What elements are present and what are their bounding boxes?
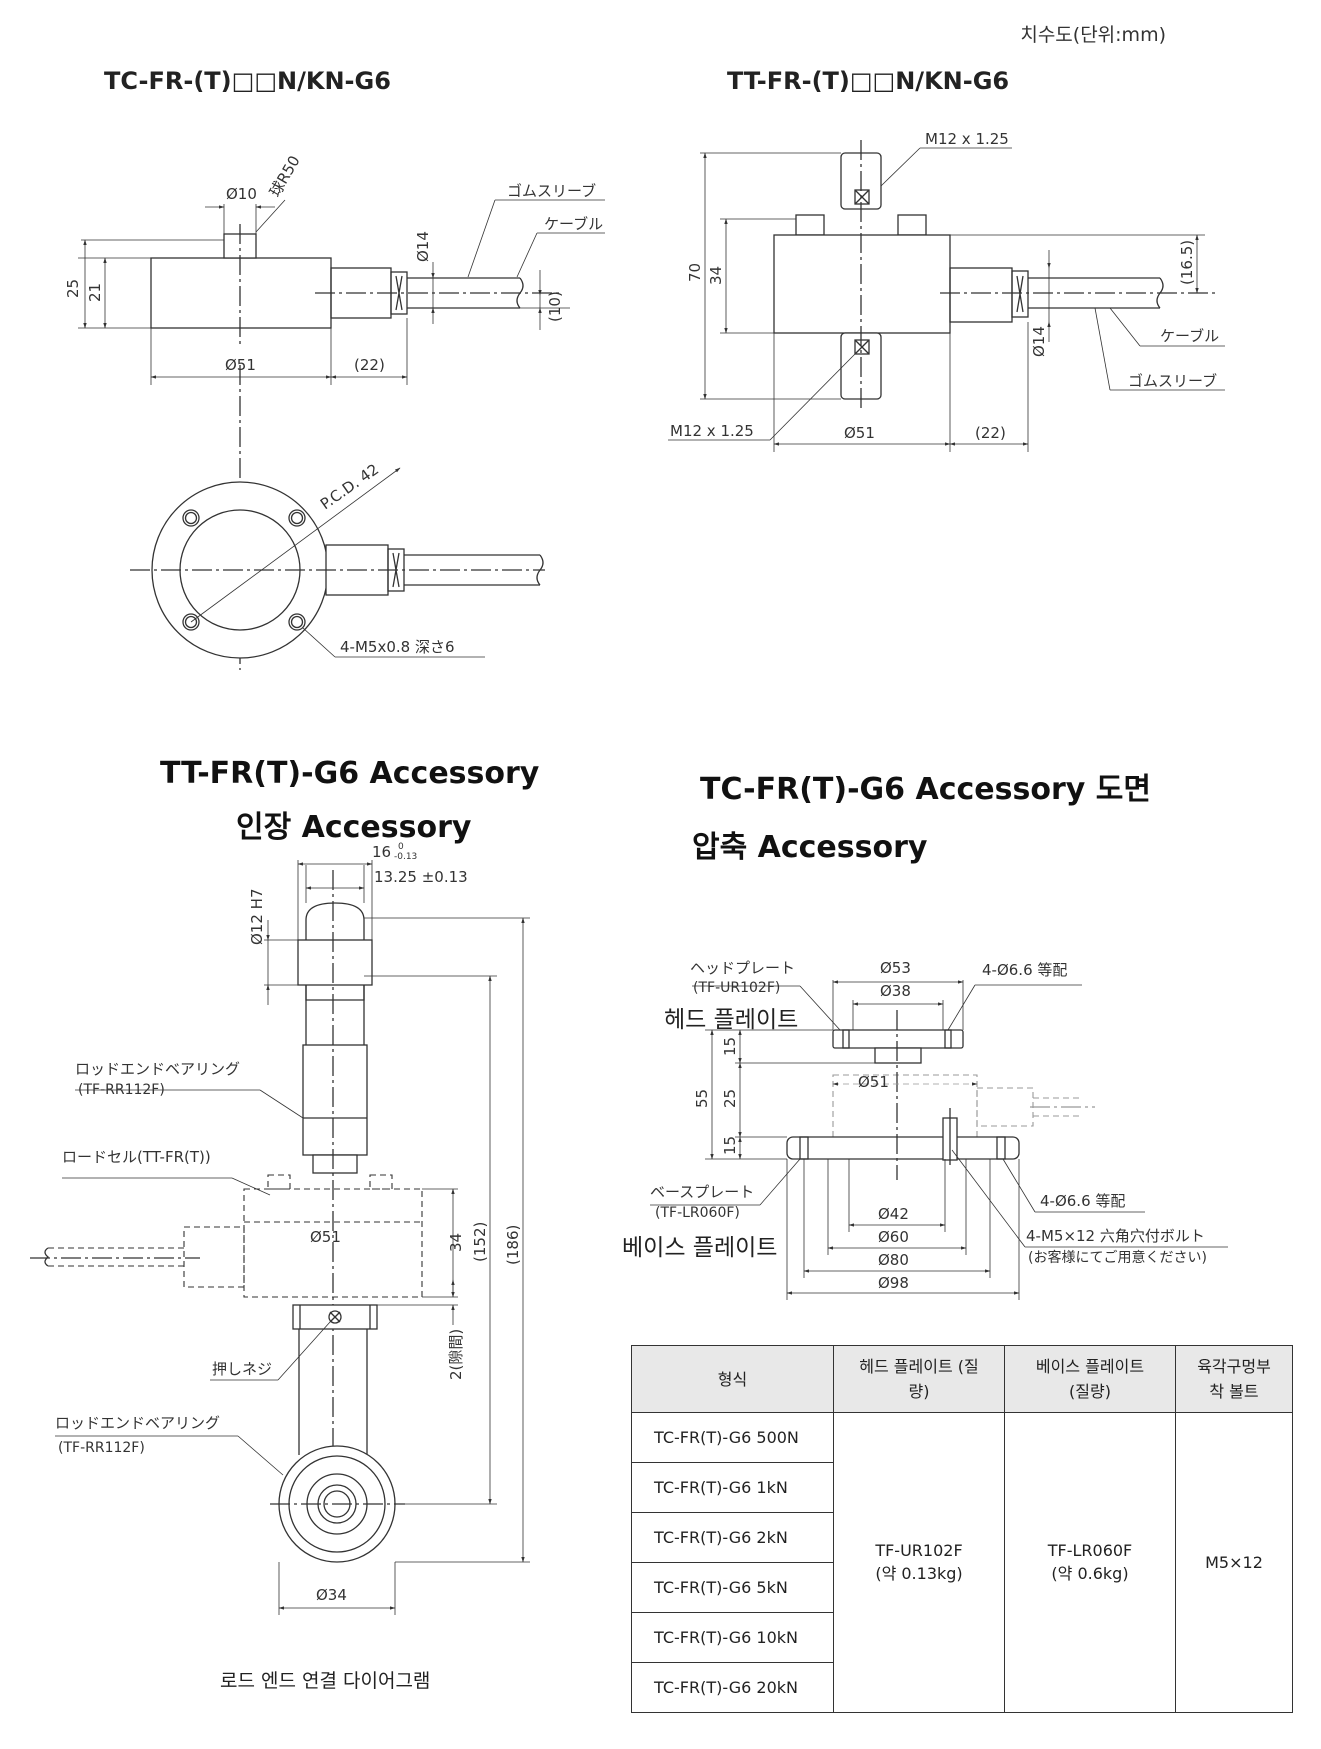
tt-p165: (16.5): [1178, 240, 1196, 285]
head-plate-cell: TF-UR102F(약 0.13kg): [833, 1412, 1005, 1713]
ta-gap: 2(隙間): [447, 1329, 465, 1380]
ca-h55: 55: [693, 1089, 711, 1108]
bolt-cell: M5×12: [1175, 1412, 1293, 1713]
tt-cable: ケーブル: [1160, 327, 1219, 345]
ca-holes-base: 4-Ø6.6 等配: [1040, 1192, 1125, 1210]
compression-title-1: TC-FR(T)-G6 Accessory 도면: [700, 772, 1151, 807]
ta-rod-end-code: (TF-RR112F): [78, 1082, 165, 1098]
tc-side-view: [78, 199, 605, 670]
tc-h21: 21: [86, 283, 104, 302]
ta-tol16-bot: -0.13: [394, 852, 417, 862]
ca-base-plate-jp: ベースプレート: [650, 1183, 754, 1201]
model-cell: TC-FR(T)-G6 500N: [631, 1412, 834, 1463]
header-model: 형식: [631, 1345, 834, 1413]
tt-p22: (22): [975, 424, 1006, 442]
ca-d60: Ø60: [878, 1228, 909, 1246]
tc-p22: (22): [354, 356, 385, 374]
ca-h15b: 15: [721, 1136, 739, 1155]
ca-d80: Ø80: [878, 1251, 909, 1269]
ta-rod-end-code2: (TF-RR112F): [58, 1440, 145, 1456]
tc-sphere: 球R50: [266, 152, 304, 200]
head-plate-kr: 헤드 플레이트: [664, 1007, 799, 1033]
model-cell: TC-FR(T)-G6 5kN: [631, 1562, 834, 1613]
base-plate-kr: 베이스 플레이트: [622, 1235, 778, 1261]
ta-tol16-top: 0: [398, 842, 404, 852]
tension-title-1: TT-FR(T)-G6 Accessory: [160, 756, 540, 791]
tc-p10: (10): [546, 291, 564, 322]
ta-d34: Ø34: [316, 1586, 347, 1604]
ca-h15a: 15: [721, 1037, 739, 1056]
ca-d51: Ø51: [858, 1073, 889, 1091]
tt-drawing-title: TT-FR-(T)□□N/KN-G6: [727, 67, 1010, 95]
ca-bolts-note: (お客様にてご用意ください): [1028, 1249, 1207, 1266]
tension-labels: 16 0 -0.13 13.25 ±0.13 Ø12 H7 ロッドエンドベアリン…: [55, 842, 522, 1604]
tt-labels: M12 x 1.25 M12 x 1.25 70 34 (16.5) ケーブル …: [670, 130, 1219, 442]
tt-d14: Ø14: [1030, 326, 1048, 357]
ca-bolts: 4-M5×12 六角穴付ボルト: [1026, 1227, 1205, 1245]
ta-rod-end-bearing2: ロッドエンドベアリング: [55, 1414, 220, 1432]
tt-d51: Ø51: [844, 424, 875, 442]
ca-d38: Ø38: [880, 982, 911, 1000]
ta-set-screw: 押しネジ: [212, 1360, 272, 1378]
ca-h25: 25: [721, 1089, 739, 1108]
tt-m12-bottom: M12 x 1.25: [670, 422, 754, 440]
header-base-plate: 베이스 플레이트(질량): [1004, 1345, 1176, 1413]
ca-d98: Ø98: [878, 1274, 909, 1292]
ta-p152: (152): [471, 1222, 489, 1262]
compression-labels: ヘッドプレート (TF-UR102F) Ø53 Ø38 4-Ø6.6 等配 15…: [650, 959, 1207, 1292]
ca-d53: Ø53: [880, 959, 911, 977]
base-plate-cell: TF-LR060F(약 0.6kg): [1004, 1412, 1176, 1713]
ta-loadcell: ロードセル(TT-FR(T)): [62, 1148, 211, 1166]
tc-h25: 25: [64, 279, 82, 298]
table-row: TC-FR(T)-G6 5kN: [631, 1562, 1293, 1613]
ta-h34: 34: [447, 1233, 465, 1252]
rod-end-caption: 로드 엔드 연결 다이어그램: [220, 1670, 431, 1692]
tt-h70: 70: [686, 263, 704, 282]
ta-p186: (186): [504, 1225, 522, 1265]
tc-top-view: [130, 467, 545, 659]
table-row: TC-FR(T)-G6 1kN: [631, 1462, 1293, 1513]
table-row: TC-FR(T)-G6 2kN: [631, 1512, 1293, 1563]
model-cell: TC-FR(T)-G6 10kN: [631, 1612, 834, 1663]
tension-title-2: 인장 Accessory: [236, 810, 472, 845]
tc-cable: ケーブル: [544, 215, 603, 233]
tc-d10: Ø10: [226, 185, 257, 203]
ca-head-plate-code: (TF-UR102F): [693, 980, 780, 996]
tc-drawing-title: TC-FR-(T)□□N/KN-G6: [104, 67, 391, 95]
tt-rubber-sleeve: ゴムスリーブ: [1128, 372, 1217, 390]
ta-w16: 16: [372, 843, 391, 861]
ca-base-plate-code: (TF-LR060F): [655, 1205, 740, 1221]
ta-d51: Ø51: [310, 1228, 341, 1246]
ca-holes-top: 4-Ø6.6 等配: [982, 961, 1067, 979]
tc-taps: 4-M5x0.8 深さ6: [340, 638, 455, 656]
tc-d14: Ø14: [414, 231, 432, 262]
tension-assembly: [30, 860, 530, 1615]
ca-d42: Ø42: [878, 1205, 909, 1223]
tc-d51: Ø51: [225, 356, 256, 374]
compression-title-2: 압축 Accessory: [692, 830, 928, 865]
model-cell: TC-FR(T)-G6 20kN: [631, 1662, 834, 1713]
tt-h34: 34: [707, 266, 725, 285]
tt-side-view: [668, 140, 1225, 452]
tt-m12-top: M12 x 1.25: [925, 130, 1009, 148]
ta-rod-end-bearing: ロッドエンドベアリング: [75, 1060, 240, 1078]
tc-rubber-sleeve: ゴムスリーブ: [507, 182, 596, 200]
compression-assembly: [650, 980, 1228, 1300]
model-cell: TC-FR(T)-G6 2kN: [631, 1512, 834, 1563]
table-row: TC-FR(T)-G6 20kN: [631, 1662, 1293, 1713]
model-cell: TC-FR(T)-G6 1kN: [631, 1462, 834, 1513]
unit-note: 치수도(단위:mm): [1020, 24, 1166, 46]
ta-d12h7: Ø12 H7: [248, 889, 266, 945]
ca-head-plate-jp: ヘッドプレート: [690, 959, 795, 977]
table-row: TC-FR(T)-G6 500N TF-UR102F(약 0.13kg) TF-…: [631, 1412, 1293, 1713]
ta-w1325: 13.25 ±0.13: [374, 868, 468, 886]
